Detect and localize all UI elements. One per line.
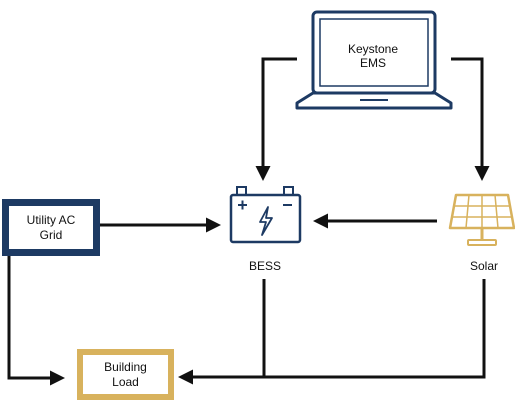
building-load-line2: Load [112,374,139,389]
solar-panel-icon [448,193,515,246]
connectors [7,57,490,386]
arrow-ems-to-solar [451,57,490,181]
building-load-box: Building Load [77,349,174,400]
solar-label: Solar [469,259,498,273]
arrow-utility-to-building [7,256,65,386]
utility-grid-box: Utility AC Grid [2,199,100,256]
laptop-icon [295,10,453,110]
arrow-ems-to-bess [255,57,297,181]
bess-label: BESS [248,259,281,273]
arrow-solar-to-building [178,279,486,385]
utility-grid-line1: Utility AC [26,212,76,227]
building-load-line1: Building [104,359,147,374]
ems-label-line1: Keystone [347,42,399,56]
ems-label-line2: EMS [359,56,386,70]
ems-label: Keystone EMS [323,42,423,70]
utility-grid-line2: Grid [39,227,63,242]
battery-icon [229,186,302,244]
